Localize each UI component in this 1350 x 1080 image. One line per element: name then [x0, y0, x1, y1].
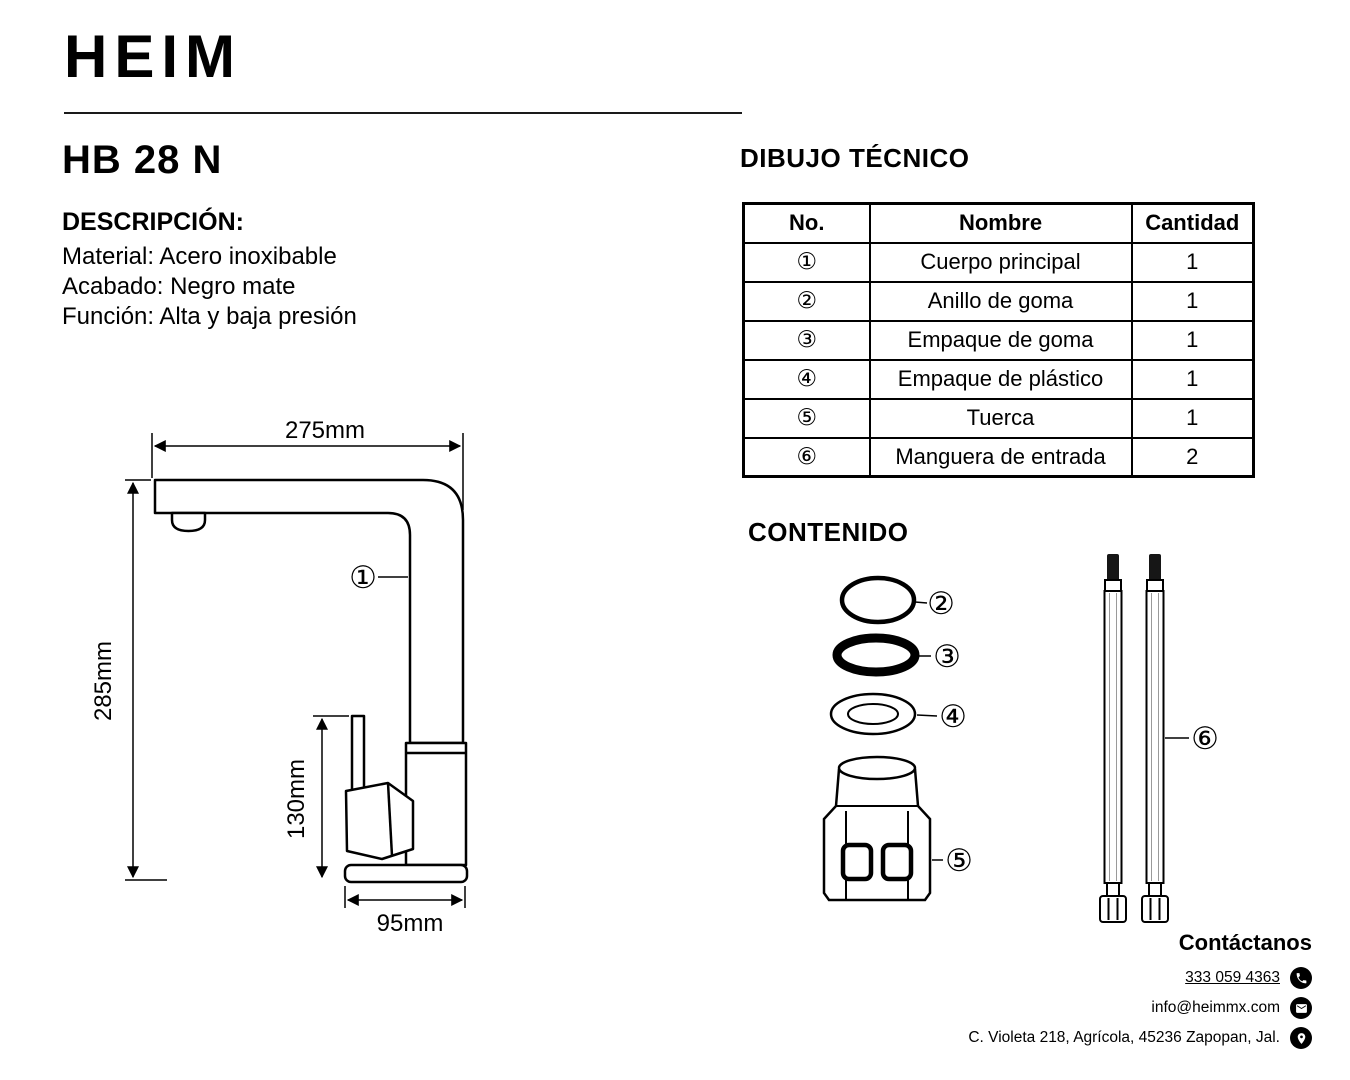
cell-cantidad: 1 — [1130, 280, 1255, 322]
cell-nombre: Empaque de plástico — [868, 358, 1133, 400]
location-pin-icon — [1290, 1027, 1312, 1049]
callout-4: ④ — [939, 699, 967, 735]
cell-nombre: Empaque de goma — [868, 319, 1133, 361]
cell-cantidad: 1 — [1130, 241, 1255, 283]
callout-6: ⑥ — [1191, 721, 1219, 757]
spec-line-material: Material: Acero inoxibable — [62, 243, 337, 270]
technical-drawing-heading: DIBUJO TÉCNICO — [740, 143, 970, 173]
table-row: ③ Empaque de goma 1 — [742, 319, 1255, 361]
email-text: info@heimmx.com — [1151, 999, 1280, 1016]
dim-inner-label: 130mm — [283, 759, 310, 839]
dimension-labels: 275mm 285mm 130mm 95mm — [90, 417, 443, 937]
table-row: ④ Empaque de plástico 1 — [742, 358, 1255, 400]
contact-section: Contáctanos 333 059 4363 info@heimmx.com… — [968, 930, 1312, 1049]
cell-cantidad: 1 — [1130, 358, 1255, 400]
rubber-gasket-drawing: ③ — [832, 633, 961, 677]
table-header-row: No. Nombre Cantidad — [742, 202, 1255, 244]
cell-no: ⑤ — [742, 397, 871, 439]
callout-2: ② — [927, 586, 955, 622]
product-model-title: HB 28 N — [62, 138, 223, 182]
callout-5: ⑤ — [945, 843, 973, 879]
address-text: C. Violeta 218, Agrícola, 45236 Zapopan,… — [968, 1029, 1280, 1046]
header-divider — [64, 112, 742, 114]
dim-bottom-label: 95mm — [377, 910, 444, 937]
cell-no: ③ — [742, 319, 871, 361]
dim-top-label: 275mm — [285, 417, 365, 444]
table-row: ② Anillo de goma 1 — [742, 280, 1255, 322]
phone-link[interactable]: 333 059 4363 — [1185, 969, 1280, 986]
cell-no: ④ — [742, 358, 871, 400]
description-block: Material: Acero inoxibable Acabado: Negr… — [62, 242, 357, 332]
cell-nombre: Tuerca — [868, 397, 1133, 439]
cell-nombre: Cuerpo principal — [868, 241, 1133, 283]
spec-line-funcion: Función: Alta y baja presión — [62, 303, 357, 330]
cell-no: ② — [742, 280, 871, 322]
nut-drawing: ⑤ — [822, 755, 973, 902]
cell-cantidad: 1 — [1130, 397, 1255, 439]
contents-heading: CONTENIDO — [748, 517, 909, 547]
col-header-nombre: Nombre — [868, 202, 1133, 244]
oring-drawing: ② — [839, 575, 955, 625]
contact-email-row: info@heimmx.com — [1151, 997, 1312, 1019]
cell-cantidad: 2 — [1130, 436, 1255, 478]
col-header-cantidad: Cantidad — [1130, 202, 1255, 244]
table-row: ⑥ Manguera de entrada 2 — [742, 436, 1255, 478]
contact-phone-row: 333 059 4363 — [1185, 967, 1312, 989]
phone-icon — [1290, 967, 1312, 989]
cell-cantidad: 1 — [1130, 319, 1255, 361]
table-row: ⑤ Tuerca 1 — [742, 397, 1255, 439]
cell-nombre: Manguera de entrada — [868, 436, 1133, 478]
contents-drawing: ② ③ ④ ⑤ — [822, 554, 1219, 923]
cell-no: ① — [742, 241, 871, 283]
brand-logo: HEIM — [64, 23, 242, 90]
inlet-hoses-drawing: ⑥ — [1099, 554, 1219, 923]
contact-address-row: C. Violeta 218, Agrícola, 45236 Zapopan,… — [968, 1027, 1312, 1049]
cell-no: ⑥ — [742, 436, 871, 478]
mail-icon — [1290, 997, 1312, 1019]
cell-nombre: Anillo de goma — [868, 280, 1133, 322]
faucet-technical-drawing: 275mm 285mm 130mm 95mm ① — [90, 417, 469, 937]
callout-1: ① — [349, 560, 377, 596]
dim-left-label: 285mm — [90, 641, 117, 721]
contact-heading: Contáctanos — [1178, 930, 1312, 955]
faucet-outline — [153, 478, 469, 884]
callout-3: ③ — [933, 639, 961, 675]
parts-table: No. Nombre Cantidad ① Cuerpo principal 1… — [742, 202, 1255, 478]
spec-line-acabado: Acabado: Negro mate — [62, 273, 296, 300]
table-row: ① Cuerpo principal 1 — [742, 241, 1255, 283]
plastic-washer-drawing: ④ — [829, 692, 967, 736]
col-header-no: No. — [742, 202, 871, 244]
dimension-lines — [125, 433, 466, 908]
description-heading: DESCRIPCIÓN: — [62, 208, 244, 236]
